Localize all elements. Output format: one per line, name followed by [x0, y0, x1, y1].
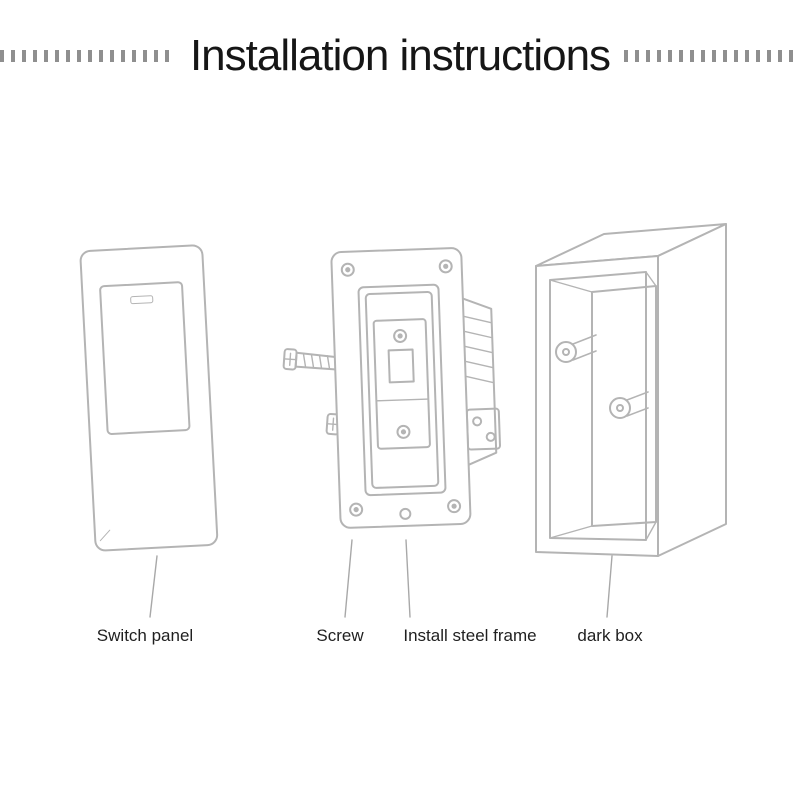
- box-depth-edges: [549, 271, 657, 541]
- terminal-screw: [485, 431, 496, 442]
- frame-screw-holes: [393, 328, 411, 439]
- panel-corner-nick: [99, 529, 111, 542]
- mounting-post-upper: [555, 334, 597, 363]
- label-install-steel-frame: Install steel frame: [403, 626, 537, 645]
- screw-cross-slot-icon: [284, 352, 296, 366]
- rocker-logo-mark: [130, 295, 154, 305]
- leader-dark-box: [606, 555, 613, 618]
- dark-box-drawing: [535, 223, 727, 557]
- label-screw: Screw: [316, 626, 364, 645]
- leader-screw: [344, 539, 353, 618]
- rocker-button: [99, 281, 191, 435]
- leader-lines: [149, 539, 613, 618]
- leader-switch-panel: [149, 555, 158, 618]
- frame-corner-holes: [340, 259, 462, 520]
- page-title: Installation instructions: [189, 31, 611, 80]
- title-dash-left-decoration: [0, 50, 176, 62]
- mechanism-fins: [460, 315, 495, 384]
- switch-panel-drawing: [79, 244, 219, 552]
- box-front-rim: [535, 255, 659, 557]
- title-dash-right-decoration: [624, 50, 800, 62]
- box-right-face: [657, 223, 727, 557]
- label-dark-box: dark box: [577, 626, 643, 645]
- title-row: Installation instructions: [0, 34, 800, 78]
- mounting-post-lower: [609, 391, 649, 419]
- terminal-screw: [472, 416, 483, 427]
- steel-frame-drawing: [330, 247, 502, 529]
- frame-cutouts: [357, 283, 447, 497]
- label-switch-panel: Switch panel: [96, 626, 194, 645]
- leader-steel-frame: [405, 539, 411, 618]
